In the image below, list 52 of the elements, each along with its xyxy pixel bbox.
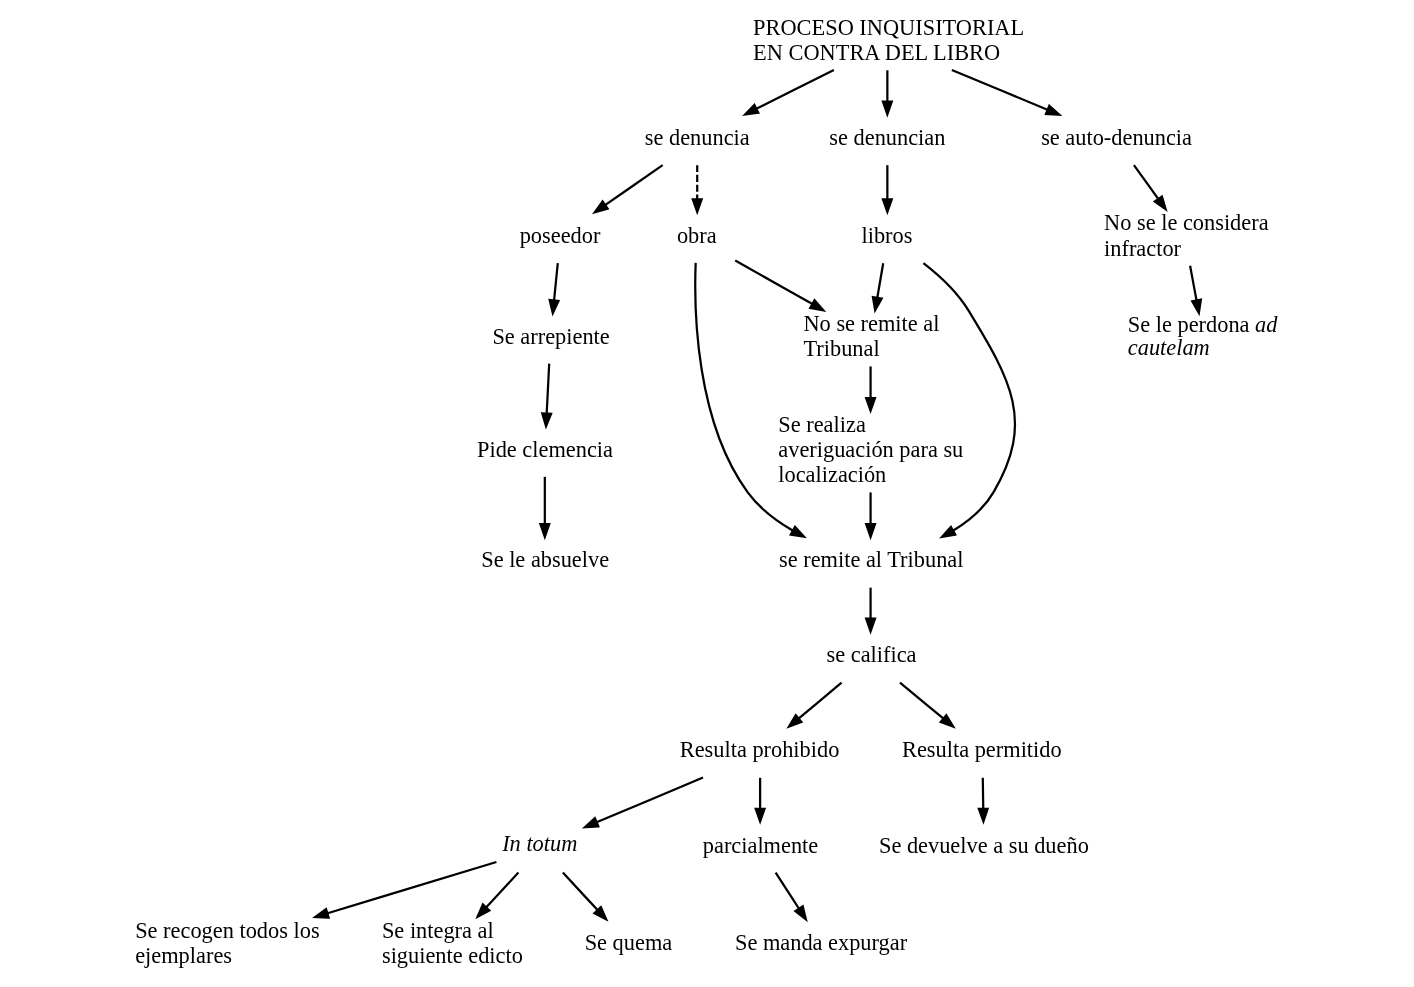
node-text: Resulta permitido bbox=[902, 737, 1062, 763]
node-text: Resulta prohibido bbox=[679, 737, 840, 763]
node-text: Se le perdona ad cautelam bbox=[1127, 312, 1278, 360]
arrow bbox=[548, 263, 561, 317]
node-text: PROCESO INQUISITORIAL EN CONTRA DEL LIBRO bbox=[753, 14, 1025, 65]
node-text: se auto-denuncia bbox=[1041, 125, 1193, 151]
arrow bbox=[1189, 265, 1203, 317]
node-text: parcialmente bbox=[702, 832, 819, 858]
node-text: libros bbox=[861, 222, 913, 248]
node-text: Se devuelve a su dueño bbox=[878, 832, 1089, 858]
arrow bbox=[871, 263, 885, 314]
arrow bbox=[691, 165, 704, 216]
arrow bbox=[977, 777, 990, 825]
node-text: Se le absuelve bbox=[481, 547, 610, 573]
arrow bbox=[312, 860, 497, 919]
arrow bbox=[922, 262, 1016, 539]
arrow bbox=[881, 70, 894, 118]
arrow bbox=[591, 164, 664, 215]
node-text: No se remite al Tribunal bbox=[803, 311, 940, 362]
arrow bbox=[881, 165, 894, 216]
node-text: se califica bbox=[826, 642, 917, 668]
arrow bbox=[538, 476, 551, 541]
arrow bbox=[774, 872, 808, 923]
arrow bbox=[754, 777, 767, 825]
arrow bbox=[786, 681, 843, 729]
node-text: Se quema bbox=[584, 930, 673, 956]
arrow bbox=[540, 363, 553, 430]
arrow bbox=[864, 366, 877, 415]
node-text: obra bbox=[676, 222, 717, 248]
node-text: Se integra al siguiente edicto bbox=[381, 917, 523, 968]
arrow bbox=[581, 776, 704, 829]
node-text: se denuncian bbox=[829, 125, 946, 151]
node-text: Se arrepiente bbox=[492, 323, 610, 349]
node-text: poseedor bbox=[519, 222, 601, 248]
arrow bbox=[864, 492, 877, 541]
node-text: In totum bbox=[502, 831, 578, 857]
arrow bbox=[694, 262, 807, 539]
node-text: Pide clemencia bbox=[477, 436, 613, 462]
arrow bbox=[864, 587, 877, 635]
arrow bbox=[562, 871, 609, 922]
arrow bbox=[734, 259, 827, 312]
node-text: No se le considera infractor bbox=[1104, 210, 1269, 261]
node-text: se denuncia bbox=[644, 125, 750, 151]
node-text: Se manda expurgar bbox=[734, 930, 908, 956]
node-text: Se realiza averiguación para su localización bbox=[778, 411, 964, 488]
arrow bbox=[475, 871, 520, 920]
arrow bbox=[742, 69, 835, 116]
node-text: Se recogen todos los ejemplares bbox=[135, 917, 320, 968]
arrow bbox=[951, 69, 1063, 116]
arrow bbox=[899, 681, 956, 729]
node-text: se remite al Tribunal bbox=[779, 547, 964, 573]
arrow bbox=[1133, 164, 1168, 212]
